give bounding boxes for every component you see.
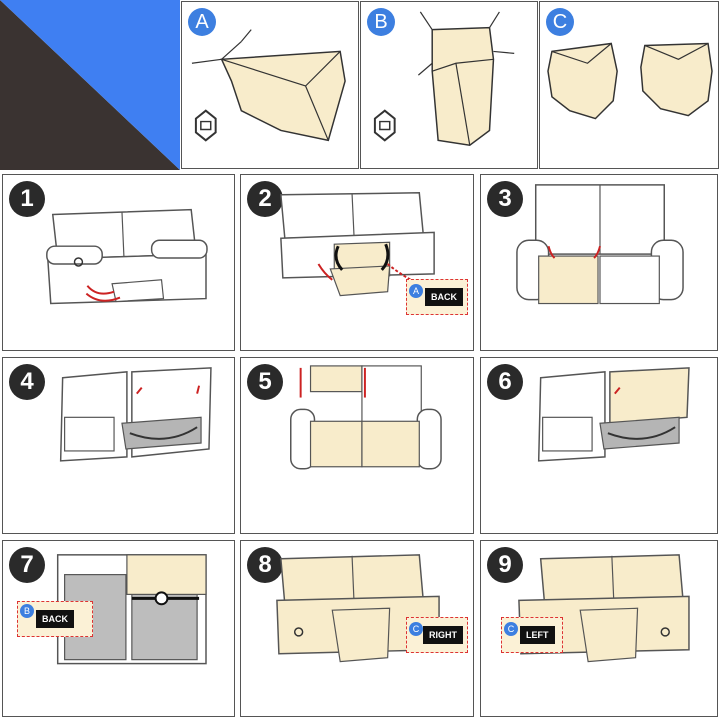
- step-8-tag-letter: C: [409, 622, 423, 636]
- step-4-badge: 4: [9, 364, 45, 400]
- step-2-tag-letter: A: [409, 284, 423, 298]
- step-9-tag: C LEFT: [501, 617, 563, 653]
- step-6-badge: 6: [487, 364, 523, 400]
- piece-b-illustration: [373, 11, 515, 147]
- step-2-badge: 2: [247, 181, 283, 217]
- piece-c-panel: C: [539, 1, 719, 169]
- piece-b-badge: B: [367, 8, 395, 36]
- step-8-tag-text: RIGHT: [423, 626, 463, 644]
- piece-a-illustration: [191, 29, 346, 142]
- step-8-tag: C RIGHT: [406, 617, 468, 653]
- step-9-badge: 9: [487, 547, 523, 583]
- step-1-illustration: [46, 208, 208, 305]
- piece-b-panel: B: [360, 1, 538, 169]
- color-swatch: [0, 0, 180, 170]
- step-7-badge: 7: [9, 547, 45, 583]
- step-6-illustration: [537, 367, 690, 462]
- step-7-tag-letter: B: [20, 604, 34, 618]
- step-2-panel: 2 A BACK: [240, 174, 474, 351]
- step-5-illustration: [290, 365, 442, 470]
- step-7-panel: 7 B BACK: [2, 540, 235, 717]
- piece-a-panel: A: [181, 1, 359, 169]
- step-2-illustration: [280, 192, 435, 297]
- step-9-tag-text: LEFT: [520, 626, 555, 644]
- step-3-panel: 3: [480, 174, 718, 351]
- step-1-panel: 1: [2, 174, 235, 351]
- step-1-badge: 1: [9, 181, 45, 217]
- step-9-panel: 9 C LEFT: [480, 540, 718, 717]
- step-5-panel: 5: [240, 357, 474, 534]
- step-3-badge: 3: [487, 181, 523, 217]
- step-9-tag-letter: C: [504, 622, 518, 636]
- piece-c-illustration: [547, 42, 713, 120]
- piece-a-badge: A: [188, 8, 216, 36]
- step-7-tag: B BACK: [17, 601, 93, 637]
- step-7-tag-text: BACK: [36, 610, 74, 628]
- step-2-tag-text: BACK: [425, 288, 463, 306]
- step-8-illustration: [276, 554, 440, 663]
- step-8-panel: 8 C RIGHT: [240, 540, 474, 717]
- step-5-badge: 5: [247, 364, 283, 400]
- step-3-illustration: [516, 184, 684, 305]
- step-2-tag: A BACK: [406, 279, 468, 315]
- piece-c-badge: C: [546, 8, 574, 36]
- step-4-panel: 4: [2, 357, 235, 534]
- step-6-panel: 6: [480, 357, 718, 534]
- step-4-illustration: [59, 367, 212, 462]
- step-8-badge: 8: [247, 547, 283, 583]
- color-swatch-graphic: [0, 0, 180, 170]
